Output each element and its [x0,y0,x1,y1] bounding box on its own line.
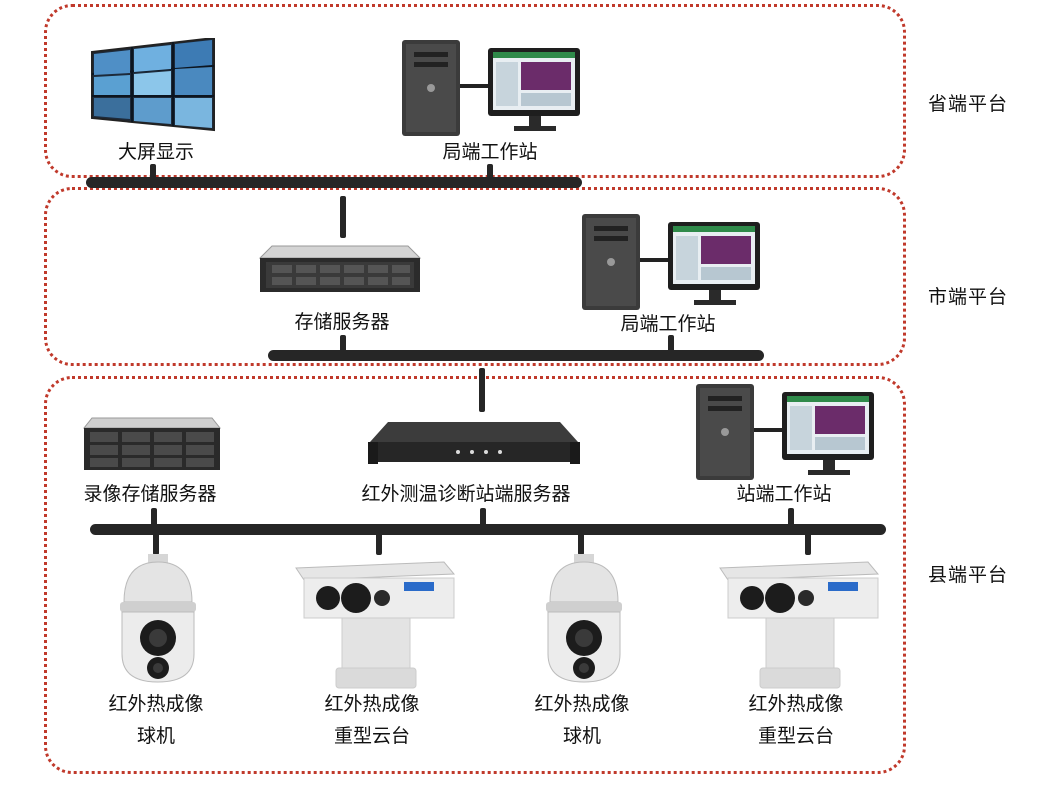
ptz-dome-camera-icon [546,554,622,683]
camera-4-label: 红外热成像 重型云台 [748,688,843,752]
ptz-dome-camera-icon [120,554,196,683]
county-platform-zone [44,376,906,774]
province-platform-label: 省端平台 [928,93,1009,115]
city-bus [268,350,764,361]
camera-2-label: 红外热成像 重型云台 [324,688,419,752]
connector-city-workstation [668,335,674,353]
camera-3-label-line1: 红外热成像 [534,693,630,715]
heavy-ptz-camera-icon [719,561,880,689]
connector-video-storage [151,508,157,526]
city-workstation-icon [582,214,760,310]
county-platform-label: 县端平台 [928,564,1009,586]
camera-3-label-line2: 球机 [562,725,602,747]
camera-1-label-line2: 球机 [136,725,176,747]
storage-server-label: 存储服务器 [294,311,390,333]
connector-ir-server [480,508,486,526]
province-workstation-label: 局端工作站 [442,141,538,163]
connector-province-city [340,196,346,238]
county-bus [90,524,886,535]
connector-big-screen [150,164,156,180]
connector-city-county [479,368,485,412]
camera-2-label-line2: 重型云台 [333,725,411,747]
heavy-ptz-camera-icon [295,561,456,689]
video-storage-server-label: 录像存储服务器 [83,483,217,505]
big-screen-label: 大屏显示 [117,141,195,163]
ir-diagnosis-server-icon [368,422,580,464]
camera-4-label-line2: 重型云台 [757,725,835,747]
connector-camera-4 [805,533,811,555]
camera-1-label: 红外热成像 球机 [108,688,203,752]
city-workstation-label: 局端工作站 [620,313,716,335]
connector-station-workstation [788,508,794,526]
province-platform-zone [44,4,906,178]
camera-1-label-line1: 红外热成像 [108,693,204,715]
video-wall-icon [91,38,215,132]
connector-storage-server [340,335,346,353]
station-workstation-label: 站端工作站 [736,483,832,505]
province-bus [86,177,582,188]
connector-camera-1 [153,533,159,555]
camera-3-label: 红外热成像 球机 [534,688,629,752]
ir-diagnosis-server-label: 红外测温诊断站端服务器 [361,483,571,505]
video-storage-server-icon [82,417,222,470]
storage-server-icon [258,245,422,292]
camera-2-label-line1: 红外热成像 [324,693,420,715]
city-platform-zone [44,187,906,366]
connector-camera-2 [376,533,382,555]
station-workstation-icon [696,384,874,480]
connector-province-workstation [487,164,493,180]
city-platform-label: 市端平台 [928,286,1009,308]
connector-camera-3 [578,533,584,555]
camera-4-label-line1: 红外热成像 [748,693,844,715]
province-workstation-icon [402,40,580,136]
